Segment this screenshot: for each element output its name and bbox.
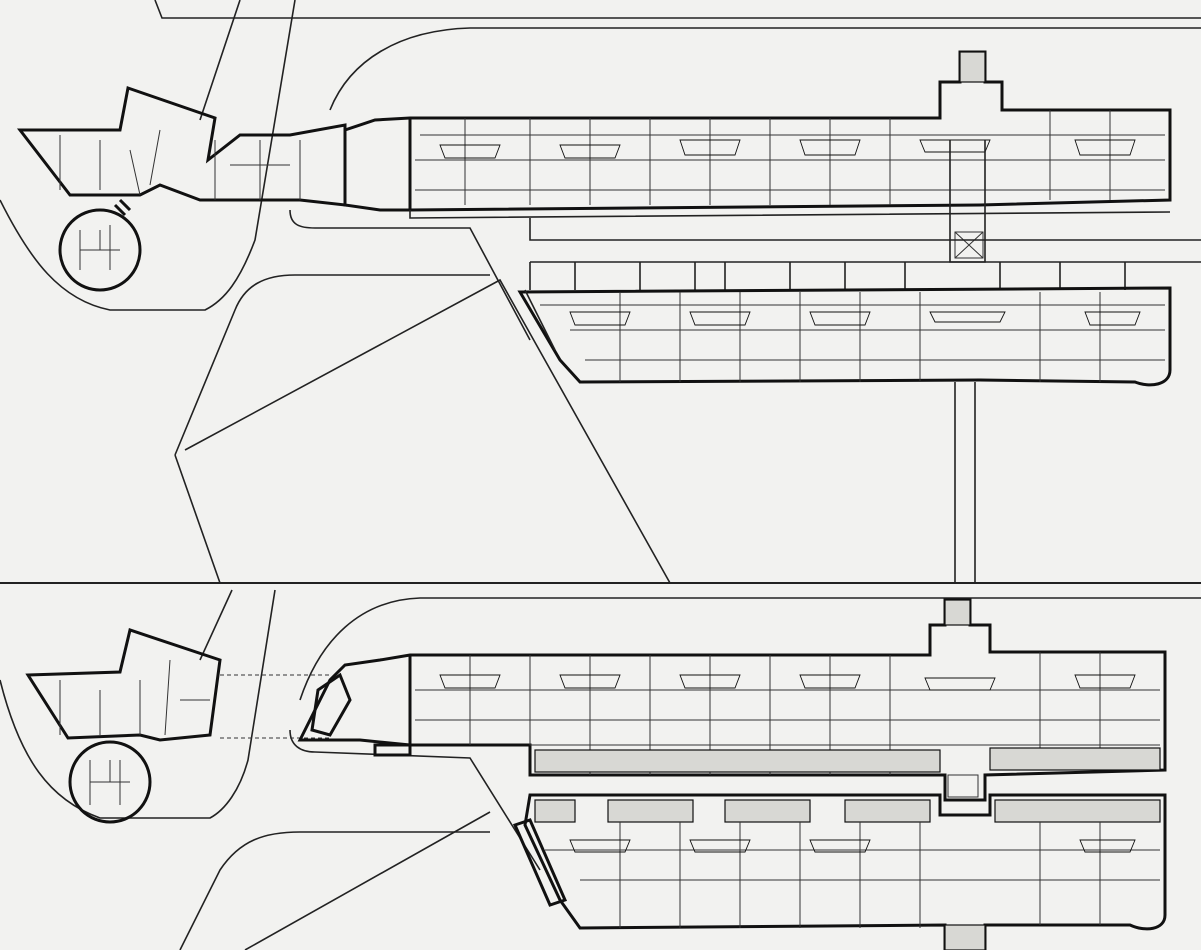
shaded-room-1 [534, 799, 576, 823]
shaded-zone-north [534, 749, 941, 773]
site-lines-upper [0, 0, 1201, 584]
west-wing-upper [16, 86, 347, 292]
main-block-south-lower [512, 774, 1167, 950]
west-wing-lower [25, 628, 330, 824]
shaded-zone-north-east [989, 747, 1161, 771]
stair-cores-north-lower [439, 674, 1136, 691]
main-block-south-upper [517, 261, 1201, 583]
site-lines-lower [0, 589, 1201, 950]
stair-cores-north [439, 139, 1136, 159]
shaded-room-3 [724, 799, 811, 823]
shaded-room-5 [994, 799, 1161, 823]
stair-south-entry [944, 924, 986, 950]
stair-tower-north [959, 51, 986, 83]
light-well [954, 231, 984, 259]
round-tower-upper [58, 208, 142, 292]
round-tower-lower [68, 740, 152, 824]
shaded-room-2 [607, 799, 694, 823]
light-well-lower [947, 774, 979, 798]
stair-cores-south-lower [569, 839, 1136, 853]
upper-floor-plan [0, 0, 1201, 584]
stair-cores-south [569, 311, 1141, 326]
ground-floor-plan [0, 589, 1201, 950]
main-block-north-upper [343, 50, 1201, 263]
main-block-north-lower [297, 598, 1167, 802]
shaded-room-4 [844, 799, 931, 823]
stair-tower-north-lower [944, 599, 971, 626]
